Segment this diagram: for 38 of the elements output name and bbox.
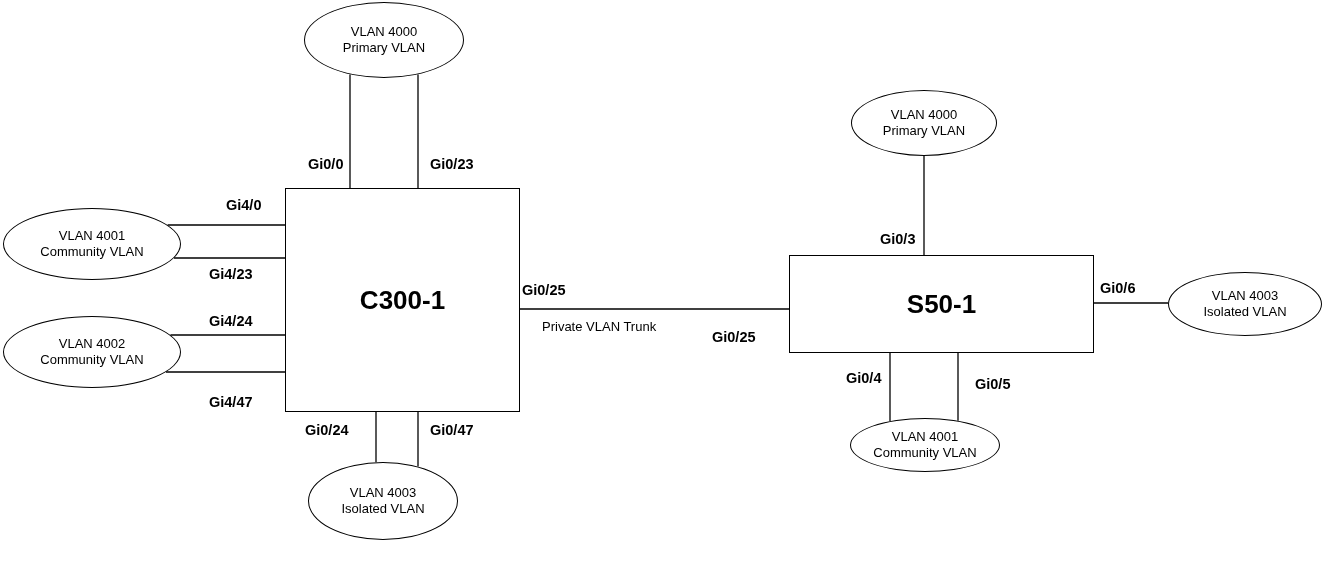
port-label: Gi0/3 xyxy=(880,231,916,248)
connection-line xyxy=(166,224,286,226)
port-label: Gi0/24 xyxy=(305,422,349,439)
switch-name: C300-1 xyxy=(359,285,446,315)
port-label: Gi0/25 xyxy=(522,282,566,299)
connection-line xyxy=(169,334,286,336)
connection-line xyxy=(889,352,891,422)
connection-line xyxy=(417,411,419,468)
vlan-name: VLAN 4003 Isolated VLAN xyxy=(340,485,426,517)
connection-line xyxy=(519,308,790,310)
switch-name: S50-1 xyxy=(906,289,977,319)
vlan-name: VLAN 4001 Community VLAN xyxy=(872,429,978,461)
connection-line xyxy=(173,257,286,259)
port-label: Gi0/47 xyxy=(430,422,474,439)
switch-box xyxy=(789,255,1094,353)
vlan-name: VLAN 4000 Primary VLAN xyxy=(881,107,967,139)
vlan-name: VLAN 4000 Primary VLAN xyxy=(341,24,427,56)
port-label: Gi4/23 xyxy=(209,266,253,283)
switch-box xyxy=(285,188,520,412)
connection-line xyxy=(165,371,286,373)
port-label: Gi0/6 xyxy=(1100,280,1136,297)
vlan-name: VLAN 4001 Community VLAN xyxy=(39,228,145,260)
port-label: Gi4/47 xyxy=(209,394,253,411)
vlan-name: VLAN 4003 Isolated VLAN xyxy=(1202,288,1288,320)
connection-line xyxy=(349,73,351,189)
port-label: Gi4/24 xyxy=(209,313,253,330)
port-label: Gi0/0 xyxy=(308,156,344,173)
port-label: Gi0/5 xyxy=(975,376,1011,393)
port-label: Gi4/0 xyxy=(226,197,262,214)
vlan-name: VLAN 4002 Community VLAN xyxy=(39,336,145,368)
port-label: Gi0/23 xyxy=(430,156,474,173)
connection-line xyxy=(957,352,959,422)
connection-line xyxy=(1093,302,1169,304)
port-label: Gi0/4 xyxy=(846,370,882,387)
connection-line xyxy=(923,155,925,256)
connection-line xyxy=(417,73,419,189)
port-label: Gi0/25 xyxy=(712,329,756,346)
connection-line xyxy=(375,411,377,463)
